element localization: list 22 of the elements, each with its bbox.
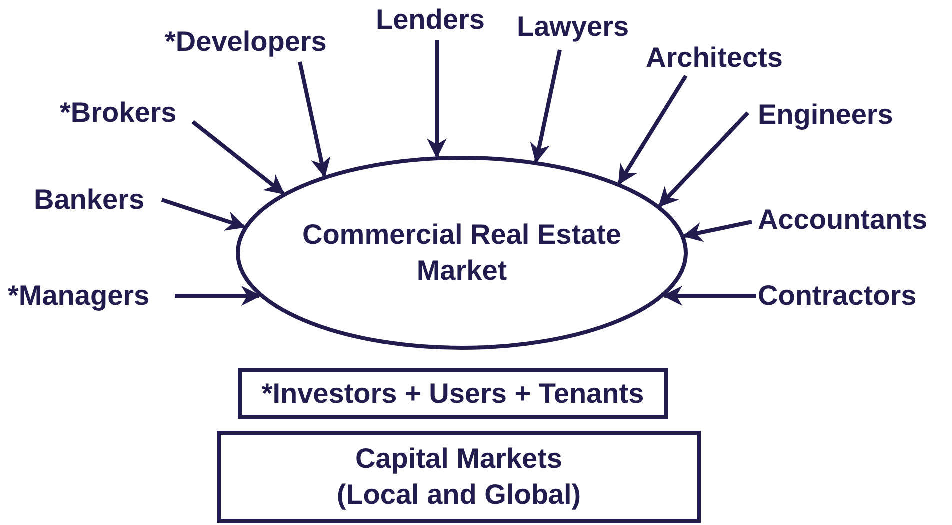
arrow: [658, 112, 750, 208]
arrow: [298, 62, 331, 178]
arrow: [175, 286, 262, 306]
participant-label: Bankers: [34, 183, 145, 217]
group-box: *Investors + Users + Tenants: [238, 368, 668, 419]
arrow: [530, 50, 562, 164]
group-box: Capital Markets (Local and Global): [217, 431, 701, 523]
participant-label: *Developers: [165, 25, 327, 59]
participant-label: *Managers: [8, 279, 150, 313]
participant-label: Accountants: [758, 203, 928, 237]
arrow: [662, 286, 756, 306]
arrow: [192, 120, 285, 196]
participant-label: Contractors: [758, 279, 917, 313]
arrow: [618, 74, 688, 186]
arrow: [427, 40, 447, 159]
participant-label: Lawyers: [517, 10, 630, 44]
participant-label: *Brokers: [60, 96, 177, 130]
participant-label: Engineers: [758, 98, 894, 132]
arrow: [682, 220, 752, 242]
participant-label: Lenders: [376, 3, 485, 37]
participant-label: Architects: [646, 41, 783, 75]
arrow: [161, 198, 246, 231]
